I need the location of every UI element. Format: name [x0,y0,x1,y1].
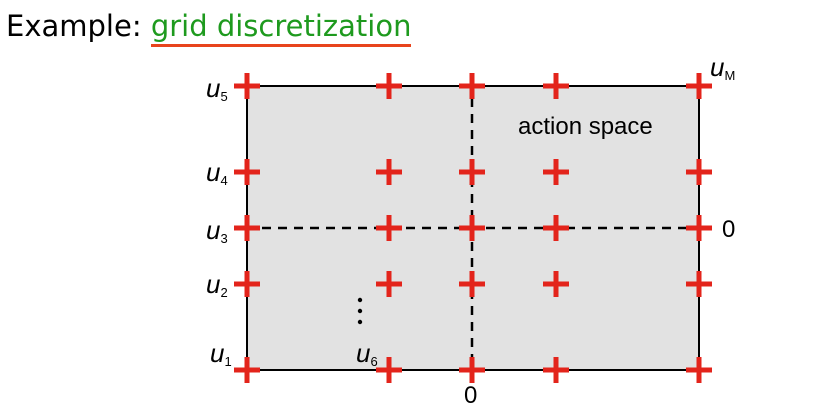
grid-point-marker [376,357,402,383]
grid-point-marker [234,357,260,383]
grid-point-marker [376,271,402,297]
u2-label: u2 [206,269,228,300]
u5-label: u5 [206,73,228,104]
grid-point-marker [543,357,569,383]
grid-point-marker [686,357,712,383]
grid-markers [234,73,712,383]
grid-point-marker [543,215,569,241]
u3-label: u3 [206,215,228,246]
zero-label-bottom: 0 [464,382,477,405]
uM-label: uM [710,52,735,83]
title-prefix: Example: [6,9,142,43]
grid-point-marker [686,271,712,297]
grid-point-marker [459,159,485,185]
grid-point-marker [234,215,260,241]
grid-point-marker [543,271,569,297]
grid-point-marker [459,73,485,99]
grid-point-marker [376,215,402,241]
title-link[interactable]: grid discretization [150,9,412,47]
grid-point-marker [459,271,485,297]
grid-point-marker [376,73,402,99]
grid-point-marker [234,271,260,297]
action-space-label: action space [518,113,653,140]
grid-point-marker [686,73,712,99]
ellipsis-dot [357,308,363,314]
ellipsis-dot [357,319,363,325]
slide-title: Example: grid discretization [6,8,412,47]
ellipsis-dot [357,297,363,303]
u1-label: u1 [210,338,232,369]
grid-point-marker [459,215,485,241]
grid-point-marker [234,73,260,99]
grid-point-marker [686,159,712,185]
grid-point-marker [234,159,260,185]
grid-point-marker [376,159,402,185]
grid-point-marker [543,159,569,185]
vertical-ellipsis [357,297,363,325]
u6-label: u6 [356,338,378,369]
grid-point-marker [459,357,485,383]
zero-label-right: 0 [722,216,735,243]
grid-point-marker [543,73,569,99]
u4-label: u4 [206,157,228,188]
grid-point-marker [686,215,712,241]
